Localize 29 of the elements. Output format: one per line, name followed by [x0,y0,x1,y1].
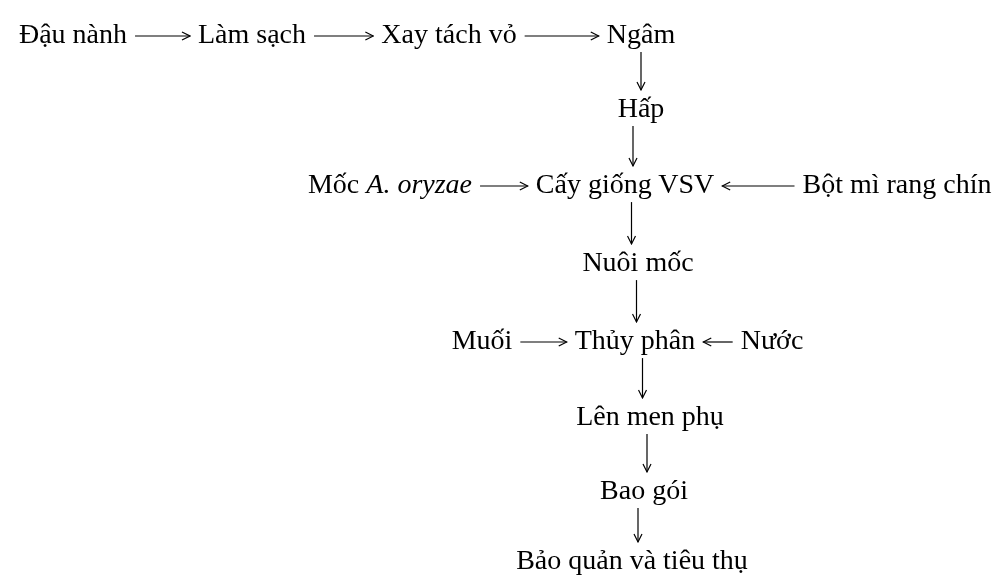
step-text: Nuôi mốc [582,245,694,279]
arrow [524,31,600,41]
step-text: Cấy giống VSV [535,167,715,201]
step-text: Bao gói [600,473,688,507]
step-text: Bảo quản và tiêu thụ [516,543,748,577]
arrow [134,31,191,41]
step-text: Muối [451,323,513,357]
step-text: Hấp [617,91,665,125]
step-text: Ngâm [606,17,676,51]
arrow [313,31,374,41]
arrow [479,181,529,191]
arrow [702,337,734,347]
step-text: Lên men phụ [576,399,724,433]
step-text: Thủy phân [574,323,696,357]
step-text: Làm sạch [197,17,307,51]
step-text: Xay tách vỏ [381,17,517,51]
arrow [642,433,652,473]
step-text: Nước [740,323,804,357]
step-text: Mốc A. oryzae [307,167,473,201]
arrow [519,337,568,347]
arrow [637,357,648,399]
arrow [636,51,646,91]
step-text: Đậu nành [18,17,128,51]
arrow [631,279,642,323]
step-text: Bột mì rang chín [802,167,992,201]
arrow [633,507,643,543]
arrow [626,201,637,245]
arrow [721,181,796,191]
arrow [628,125,638,167]
